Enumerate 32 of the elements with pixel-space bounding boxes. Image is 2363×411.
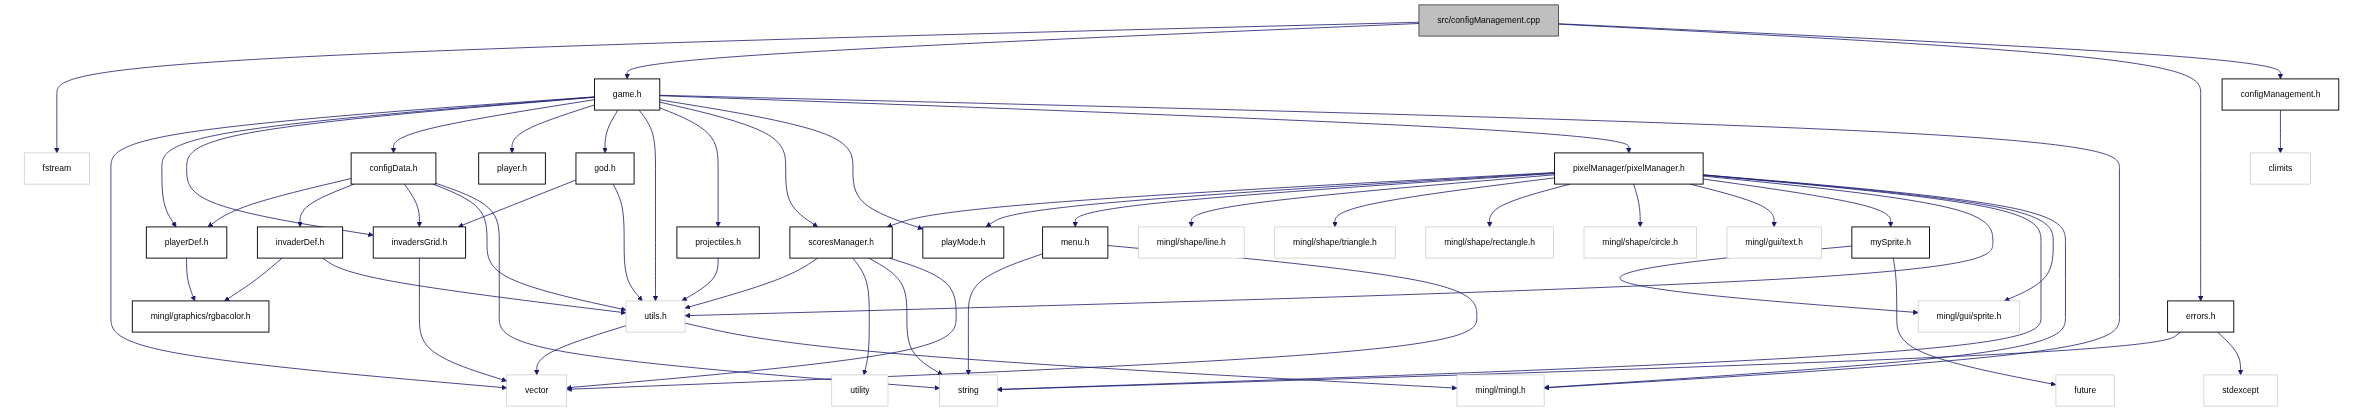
node-box: menu.h (1042, 226, 1109, 259)
node-box: pixelManager/pixelManager.h (1554, 152, 1704, 185)
node-box: vector (506, 374, 568, 407)
node-box: invadersGrid.h (372, 226, 467, 259)
node-box: utility (831, 374, 889, 407)
node-box: mingl/gui/sprite.h (1917, 300, 2020, 333)
node-box: mySprite.h (1851, 226, 1930, 259)
node-box: src/configManagement.cpp (1418, 4, 1559, 37)
node-box: errors.h (2167, 300, 2235, 333)
node-box: playerDef.h (145, 226, 228, 259)
node-box: climits (2249, 152, 2311, 185)
node-box: configData.h (350, 152, 437, 185)
node-box: utils.h (625, 300, 686, 333)
node-box: mingl/shape/line.h (1138, 226, 1245, 259)
node-box: invaderDef.h (256, 226, 344, 259)
node-box: mingl/shape/circle.h (1583, 226, 1697, 259)
node-box: player.h (478, 152, 546, 185)
node-box: stdexcept (2203, 374, 2278, 407)
node-box: projectiles.h (676, 226, 760, 259)
node-box: playMode.h (922, 226, 1005, 259)
node-box: mingl/mingl.h (1456, 374, 1545, 407)
node-box: string (939, 374, 998, 407)
node-box: god.h (575, 152, 635, 185)
node-box: mingl/gui/text.h (1726, 226, 1822, 259)
node-box: mingl/graphics/rgbacolor.h (131, 300, 270, 333)
node-box: mingl/shape/triangle.h (1274, 226, 1396, 259)
node-box: fstream (23, 152, 90, 185)
node-box: future (2055, 374, 2115, 407)
node-box: scoresManager.h (789, 226, 893, 259)
node-box: mingl/shape/rectangle.h (1425, 226, 1554, 259)
node-box: configManagement.h (2221, 78, 2340, 111)
node-box: game.h (594, 78, 661, 111)
